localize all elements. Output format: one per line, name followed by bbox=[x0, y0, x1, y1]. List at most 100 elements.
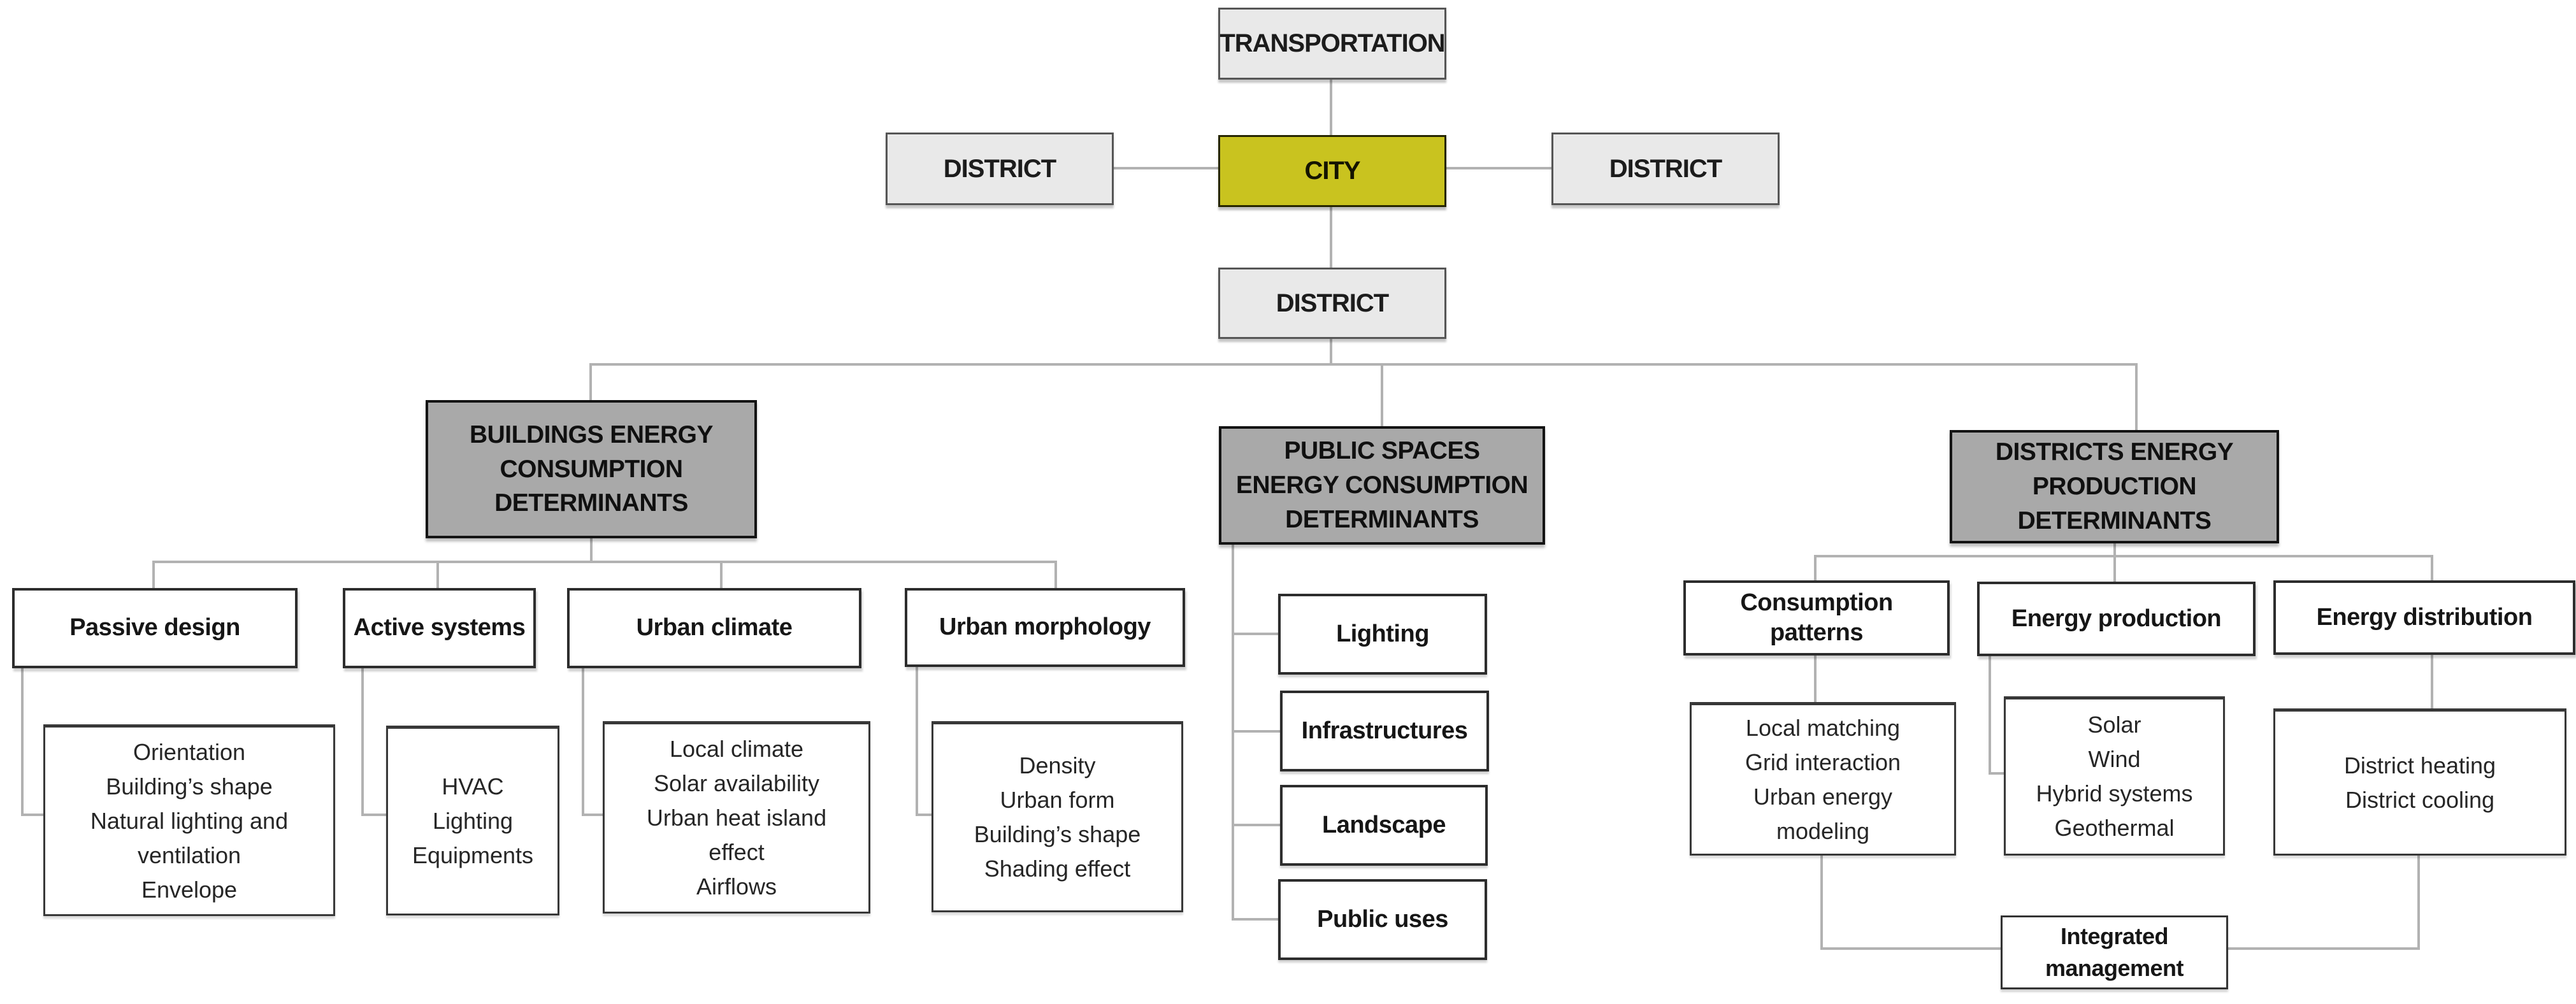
leaf-item: Hybrid systems bbox=[2036, 780, 2193, 807]
connector-line bbox=[1820, 947, 2002, 950]
connector-line bbox=[2135, 363, 2138, 431]
leaf-item: Natural lighting and ventilation bbox=[90, 807, 289, 868]
category-label: Consumption patterns bbox=[1740, 589, 1893, 647]
connector-line bbox=[361, 668, 364, 816]
node-label: Lighting bbox=[1336, 620, 1429, 647]
connector-line bbox=[1232, 824, 1281, 826]
leaf-item: Local climate bbox=[669, 736, 804, 762]
connector-line bbox=[1232, 633, 1279, 635]
node-landscape: Landscape bbox=[1280, 785, 1488, 866]
leaf-item: District heating bbox=[2343, 752, 2496, 778]
connector-line bbox=[916, 667, 918, 816]
branch-header-districts: DISTRICTS ENERGY PRODUCTION DETERMINANTS bbox=[1950, 430, 2279, 543]
node-integrated-management: Integrated management bbox=[2001, 915, 2228, 989]
connector-line bbox=[1814, 555, 2433, 557]
connector-line bbox=[436, 561, 439, 589]
category-consumption-patterns: Consumption patterns bbox=[1683, 580, 1950, 656]
node-label: DISTRICT bbox=[1276, 289, 1389, 317]
header-line: CONSUMPTION bbox=[500, 455, 684, 483]
leaf-item: Building’s shape bbox=[974, 821, 1141, 847]
leaf-item: Lighting bbox=[432, 808, 514, 834]
leaf-item: Shading effect bbox=[984, 856, 1131, 882]
connector-line bbox=[1232, 918, 1279, 921]
connector-line bbox=[582, 814, 604, 816]
leaf-item: HVAC bbox=[442, 773, 504, 800]
connector-line bbox=[1989, 772, 2005, 775]
node-city: CITY bbox=[1218, 135, 1446, 207]
node-label: Integrated management bbox=[2045, 922, 2184, 981]
connector-line bbox=[1232, 730, 1281, 733]
leaf-item: District cooling bbox=[2345, 786, 2495, 813]
node-label: DISTRICT bbox=[943, 154, 1056, 183]
connector-line bbox=[1814, 654, 1817, 703]
leaf-item: Geothermal bbox=[2054, 815, 2175, 841]
connector-line bbox=[916, 814, 933, 816]
connector-line bbox=[1330, 80, 1332, 137]
header-line: PUBLIC SPACES bbox=[1284, 437, 1481, 465]
connector-line bbox=[152, 561, 155, 589]
branch-header-buildings: BUILDINGS ENERGY CONSUMPTION DETERMINANT… bbox=[426, 400, 757, 538]
connector-line bbox=[1054, 561, 1057, 589]
category-active-systems: Active systems bbox=[343, 588, 536, 668]
connector-line bbox=[589, 363, 592, 401]
header-line: BUILDINGS ENERGY bbox=[469, 420, 714, 448]
node-district-left: DISTRICT bbox=[886, 133, 1114, 205]
leaf-item: Local matching bbox=[1745, 714, 1901, 741]
category-energy-distribution: Energy distribution bbox=[2273, 580, 2575, 655]
node-district-right: DISTRICT bbox=[1551, 133, 1780, 205]
header-line: DETERMINANTS bbox=[1285, 505, 1479, 533]
leaf-active-systems: HVAC Lighting Equipments bbox=[386, 726, 559, 915]
node-lighting: Lighting bbox=[1278, 594, 1487, 675]
category-label: Energy production bbox=[2011, 605, 2222, 632]
connector-line bbox=[582, 668, 584, 816]
leaf-urban-morphology: Density Urban form Building’s shape Shad… bbox=[932, 721, 1183, 912]
node-public-uses: Public uses bbox=[1278, 879, 1487, 960]
connector-line bbox=[21, 668, 24, 816]
connector-line bbox=[1820, 856, 1823, 950]
category-urban-morphology: Urban morphology bbox=[905, 588, 1185, 667]
connector-line bbox=[1989, 656, 1991, 775]
connector-line bbox=[21, 814, 45, 816]
category-label: Urban morphology bbox=[939, 613, 1151, 641]
connector-line bbox=[2431, 655, 2433, 710]
connector-line bbox=[1381, 363, 1383, 427]
leaf-energy-production: Solar Wind Hybrid systems Geothermal bbox=[2004, 696, 2225, 856]
connector-line bbox=[1814, 555, 1817, 582]
connector-line bbox=[589, 363, 2138, 366]
node-infrastructures: Infrastructures bbox=[1280, 691, 1489, 771]
connector-line bbox=[152, 561, 1057, 563]
category-label: Passive design bbox=[69, 614, 240, 642]
leaf-item: Wind bbox=[2088, 746, 2141, 772]
connector-line bbox=[2113, 543, 2116, 557]
leaf-item: Urban heat island effect bbox=[646, 805, 827, 865]
connector-line bbox=[2431, 555, 2433, 582]
leaf-item: Solar bbox=[2087, 712, 2141, 738]
header-line: ENERGY CONSUMPTION bbox=[1235, 471, 1529, 499]
leaf-passive-design: Orientation Building’s shape Natural lig… bbox=[43, 724, 335, 916]
branch-header-public-spaces: PUBLIC SPACES ENERGY CONSUMPTION DETERMI… bbox=[1219, 426, 1545, 545]
node-transportation: TRANSPORTATION bbox=[1218, 8, 1446, 80]
connector-line bbox=[1330, 339, 1332, 366]
header-line: PRODUCTION bbox=[2032, 473, 2197, 501]
category-urban-climate: Urban climate bbox=[567, 588, 861, 668]
leaf-item: Envelope bbox=[141, 876, 238, 903]
category-label: Active systems bbox=[353, 614, 526, 642]
category-label: Energy distribution bbox=[2316, 603, 2533, 631]
leaf-consumption-patterns: Local matching Grid interaction Urban en… bbox=[1690, 702, 1956, 856]
leaf-item: Building’s shape bbox=[106, 773, 273, 800]
leaf-energy-distribution: District heating District cooling bbox=[2273, 708, 2566, 856]
leaf-item: Urban energy modeling bbox=[1753, 783, 1893, 844]
node-label: Landscape bbox=[1321, 812, 1446, 838]
leaf-item: Equipments bbox=[412, 842, 534, 868]
leaf-urban-climate: Local climate Solar availability Urban h… bbox=[603, 721, 870, 914]
leaf-item: Orientation bbox=[133, 738, 246, 765]
category-passive-design: Passive design bbox=[12, 588, 298, 668]
header-line: DISTRICTS ENERGY bbox=[1995, 438, 2234, 466]
header-line: DETERMINANTS bbox=[494, 489, 688, 517]
connector-line bbox=[2417, 856, 2420, 950]
connector-line bbox=[1330, 207, 1332, 268]
node-district-center: DISTRICT bbox=[1218, 268, 1446, 339]
connector-line bbox=[2228, 947, 2419, 950]
node-label: DISTRICT bbox=[1609, 154, 1722, 183]
